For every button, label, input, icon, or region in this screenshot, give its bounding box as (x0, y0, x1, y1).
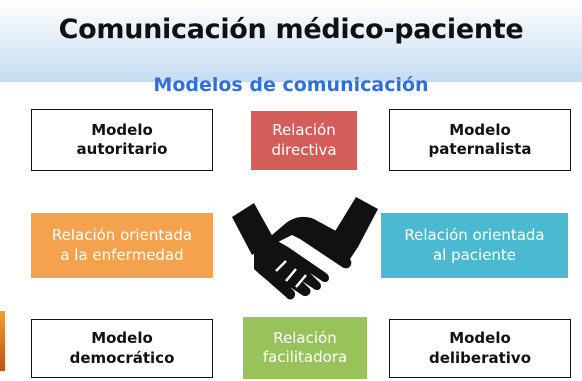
title-banner (0, 0, 582, 82)
relation-directive-label: Relación directiva (271, 121, 337, 159)
model-authoritarian-box: Modelo autoritario (31, 109, 213, 171)
diagram-subtitle: Modelos de comunicación (153, 74, 429, 96)
relation-facilitating-label: Relación facilitadora (262, 328, 348, 367)
model-paternalist-label: Modelo paternalista (428, 120, 532, 159)
model-democratic-box: Modelo democrático (31, 319, 213, 378)
model-democratic-label: Modelo democrático (69, 329, 175, 367)
model-deliberative-box: Modelo deliberativo (389, 319, 571, 378)
page-title: Comunicación médico-paciente (58, 14, 524, 45)
relation-patient-label: Relación orientada al paciente (404, 226, 545, 264)
model-paternalist-box: Modelo paternalista (389, 109, 571, 171)
handshake-icon (232, 197, 378, 300)
relation-directive-box: Relación directiva (251, 111, 357, 170)
model-authoritarian-label: Modelo autoritario (76, 120, 168, 159)
slide-edge-tab (0, 311, 5, 371)
relation-facilitating-box: Relación facilitadora (243, 317, 367, 379)
relation-disease-box: Relación orientada a la enfermedad (31, 213, 213, 278)
model-deliberative-label: Modelo deliberativo (428, 329, 532, 367)
relation-disease-label: Relación orientada a la enfermedad (51, 226, 193, 264)
relation-patient-box: Relación orientada al paciente (381, 213, 568, 278)
